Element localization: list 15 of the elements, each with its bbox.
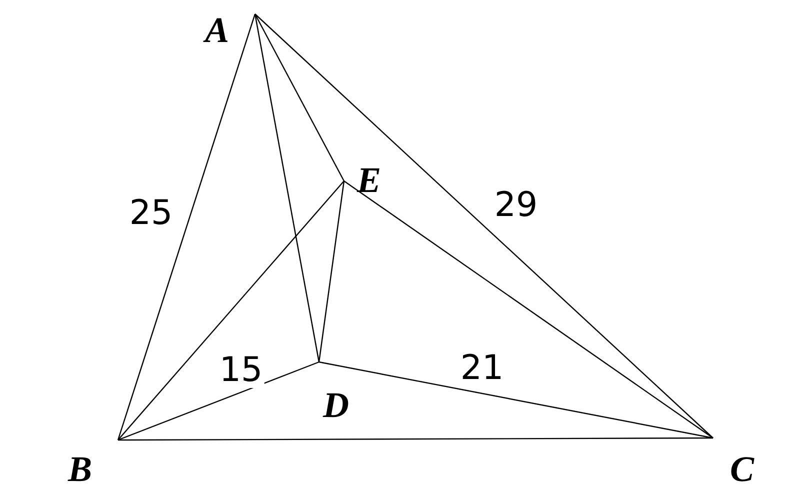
point-label: B [68,439,118,487]
point-label: D [311,363,349,423]
line-segment [254,14,345,182]
line-segment [254,14,714,438]
line-segment [117,14,256,440]
line-segment [318,180,345,362]
point-label: C [714,437,754,487]
line-segment [118,361,320,441]
point-label: E [345,160,381,200]
line-segment [118,180,344,440]
line-segment [344,180,714,438]
point-label: A [205,4,257,48]
line-segment [254,14,320,362]
line-segment [118,437,713,441]
line-segment [318,361,714,439]
